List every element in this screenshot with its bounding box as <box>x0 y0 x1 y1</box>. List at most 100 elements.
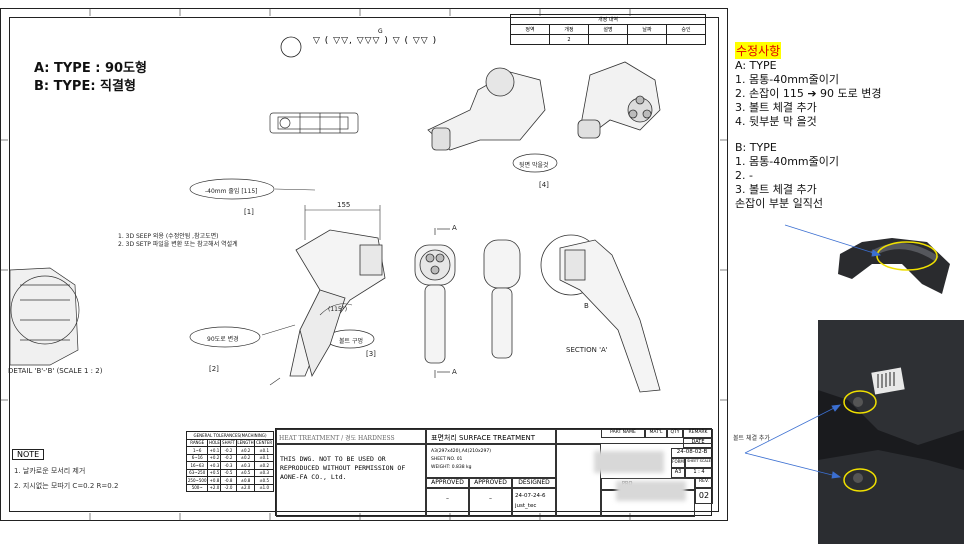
tol-cell: 250~500 <box>185 476 209 485</box>
type-b-note: 손잡이 부분 일직선 <box>735 197 823 210</box>
tol-cell: 1~6 <box>185 446 209 455</box>
tol-cell: -0.2 <box>220 446 237 455</box>
rev-col: 승인 <box>666 24 706 35</box>
copyright-line-2: REPRODUCED WITHOUT PERMISSION OF <box>280 464 406 472</box>
rev-col: 날짜 <box>627 24 667 35</box>
tol-cell: ±0.1 <box>254 453 274 462</box>
tol-cell: +0.3 <box>207 461 222 470</box>
remark-header: REMARK <box>683 429 713 438</box>
design-date: 24-07-24-6 <box>515 493 546 499</box>
tol-cell: ±2.0 <box>235 483 256 492</box>
tol-cell: ±0.5 <box>254 476 274 485</box>
drawing-border <box>9 17 719 512</box>
tol-cell: +2.0 <box>207 483 222 492</box>
note-3d-1: 1. 3D SEEP 외용 (수정안됨 ,참고도면) <box>118 233 219 240</box>
type-a-item: 2. 손잡이 115 ➔ 90 도로 변경 <box>735 87 882 100</box>
weight: WEIGHT: 0.838 kg <box>431 465 472 470</box>
section-a-label: SECTION 'A' <box>566 346 608 354</box>
section-a-top: A <box>452 224 457 232</box>
approved-1: APPROVED <box>426 478 469 488</box>
type-b-label: B: TYPE: 직결형 <box>34 79 136 94</box>
tol-cell: ±0.8 <box>235 476 256 485</box>
tol-col: CENTER <box>254 438 274 447</box>
approved-1-value: – <box>426 488 469 517</box>
handle-photo-image <box>838 238 950 294</box>
dim-155: 155 <box>337 201 351 209</box>
tol-cell: 16~63 <box>185 461 209 470</box>
form-label: FORM <box>671 458 685 468</box>
form-value: A3 <box>671 468 685 478</box>
note-line-2: 2. 지시없는 모따기 C=0.2 R=0.2 <box>14 482 119 490</box>
rev-cell <box>510 34 550 45</box>
rev-col: 개정 <box>549 24 589 35</box>
tol-col: RANGE <box>185 438 209 447</box>
designed: DESIGNED <box>512 478 556 488</box>
section-a-bottom: A <box>452 368 457 376</box>
tol-col: LENGTH <box>235 438 256 447</box>
callout-90deg: 90도로 변경 <box>207 336 239 343</box>
surface-g-mark: G <box>378 28 383 35</box>
tol-cell: -0.3 <box>220 461 237 470</box>
surface-finish-symbols: ▽ ( ▽▽, ▽▽▽ ) ▽ ( ▽▽ ) <box>313 36 438 46</box>
drawing-linework <box>0 8 728 521</box>
part-name-header: PART NAME <box>601 429 645 438</box>
bolt-photo <box>818 320 964 544</box>
tol-cell: ±0.3 <box>254 468 274 477</box>
approved-2-value: – <box>469 488 512 517</box>
tol-cell: ±0.2 <box>254 461 274 470</box>
tol-cell: -0.8 <box>220 476 237 485</box>
annotation-arrows <box>744 224 882 479</box>
type-b-item: 1. 몸통-40mm줄이기 <box>735 155 839 168</box>
rev-cell <box>627 34 667 45</box>
tol-cell: +0.8 <box>207 476 222 485</box>
sheet-scale-label: SHEET SCALE <box>685 458 713 468</box>
tol-cell: 500~ <box>185 483 209 492</box>
designed-value: 24-07-24-6 just_tec <box>512 488 556 517</box>
rev-cell: 2 <box>549 34 589 45</box>
rev-col: 정역 <box>510 24 550 35</box>
rev-cell <box>666 34 706 45</box>
copyright-cell: THIS DWG. NOT TO BE USED OR REPRODUCED W… <box>276 444 426 517</box>
change-notes-heading: 수정사항 <box>735 42 782 59</box>
rev-col: 설명 <box>588 24 628 35</box>
tol-cell: ±1.0 <box>254 483 274 492</box>
dim-115: (115°) <box>328 306 348 313</box>
tol-cell: ±0.3 <box>235 461 256 470</box>
heat-treatment-cell: HEAT TREATMENT / 경도 HARDNESS <box>276 429 426 444</box>
callout-3: [3] <box>366 350 376 358</box>
tolerance-title: GENERAL TOLERANCES(MACHINING) <box>186 431 274 440</box>
tol-cell: -0.2 <box>220 453 237 462</box>
callout-2: [2] <box>209 365 219 373</box>
callout-4: [4] <box>539 181 549 189</box>
tol-cell: +0.5 <box>207 468 222 477</box>
tol-cell: ±0.2 <box>235 446 256 455</box>
type-b-item: 2. - <box>735 169 753 182</box>
date-label: DATE <box>683 438 713 448</box>
tol-cell: +0.1 <box>207 446 222 455</box>
matl-header: MAT'L <box>645 429 667 438</box>
type-a-title: A: TYPE <box>735 59 777 72</box>
tol-cell: 6~16 <box>185 453 209 462</box>
note-line-1: 1. 날카로운 모서리 제거 <box>14 467 86 475</box>
detail-b-marker: B <box>584 302 589 310</box>
note-3d-2: 2. 3D SETP 파일을 변환 또는 참고해서 역설계 <box>118 241 238 248</box>
revision-header: 개정 내역 <box>510 14 706 25</box>
sheet-size: A3(297x420),A4(210x297) <box>431 449 492 454</box>
rev-label: REV. <box>695 478 713 488</box>
project-cell <box>556 444 601 517</box>
type-a-item: 3. 볼트 체결 추가 <box>735 101 817 114</box>
copyright-line-1: THIS DWG. NOT TO BE USED OR <box>280 455 386 463</box>
sheet-info-cell: A3(297x420),A4(210x297) SHEET NO. 01 WEI… <box>426 444 556 478</box>
type-a-label: A: TYPE : 90도형 <box>34 61 147 76</box>
bolt-label: 볼트 체결 추가 <box>733 435 770 442</box>
date-value: 24-08-02-B <box>671 448 713 458</box>
tolerance-table: GENERAL TOLERANCES(MACHINING) RANGE HOLE… <box>185 431 274 492</box>
designer-name: just_tec <box>515 503 537 509</box>
tol-cell: +0.2 <box>207 453 222 462</box>
revision-table: 개정 내역 정역 개정 설명 날짜 승인 2 <box>510 14 706 45</box>
tol-cell: -2.0 <box>220 483 237 492</box>
title-block: HEAT TREATMENT / 경도 HARDNESS 표면처리 SURFAC… <box>275 428 713 517</box>
tol-col: HOLE <box>207 438 222 447</box>
approved-2: APPROVED <box>469 478 512 488</box>
surface-treatment-cell: 표면처리 SURFACE TREATMENT <box>426 429 556 444</box>
